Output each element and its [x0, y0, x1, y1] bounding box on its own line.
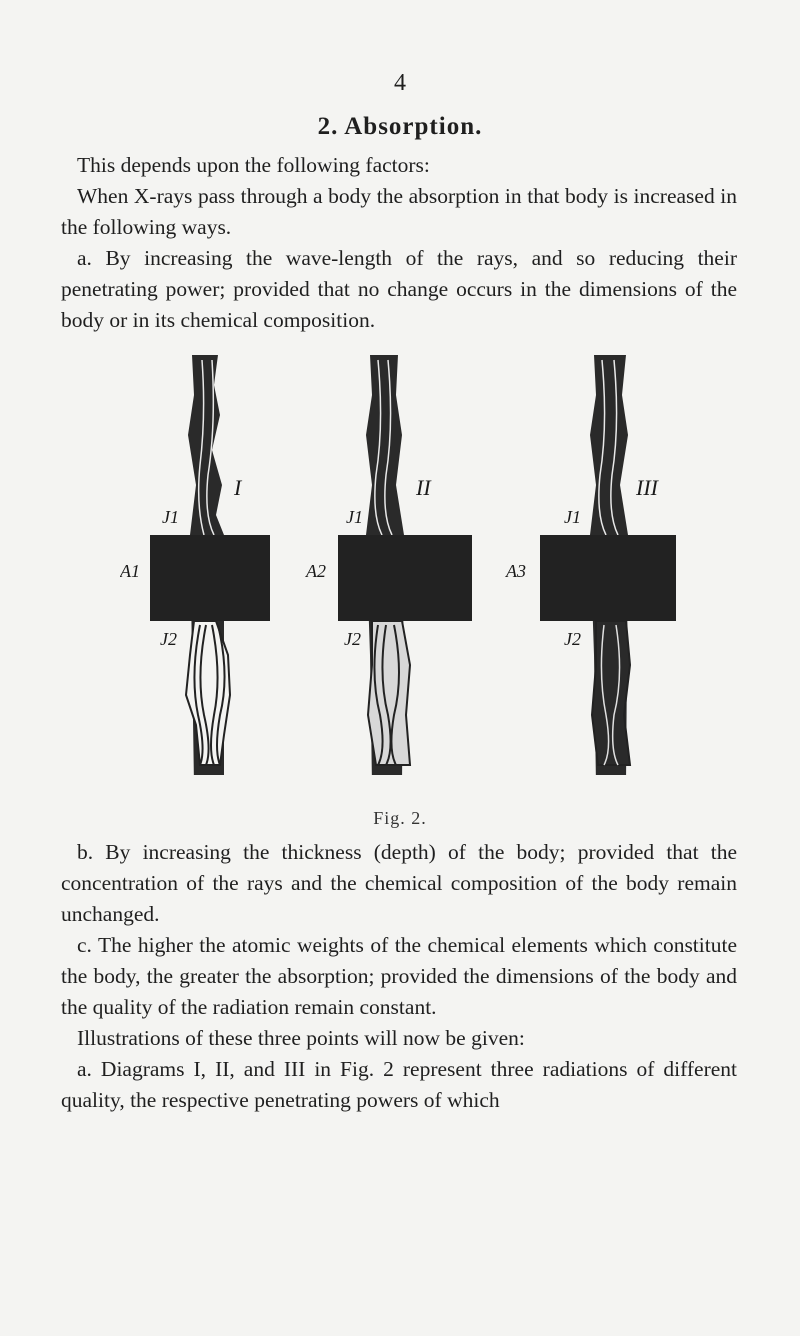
- diagram-i-absorber-label: A1: [120, 561, 140, 581]
- paragraph: Illustrations of these three points will…: [77, 1026, 525, 1050]
- diagram-iii-absorber-label: A3: [505, 561, 526, 581]
- diagram-i-numeral: I: [233, 475, 243, 500]
- diagram-ii-numeral: II: [415, 475, 432, 500]
- page-number: 4: [394, 70, 406, 96]
- diagram-i-transmitted-label: J2: [160, 629, 177, 649]
- paragraph: b. By increasing the thickness (depth) o…: [61, 840, 737, 926]
- diagram-iii-incident-label: J1: [564, 507, 581, 527]
- section-heading: 2. Absorption.: [317, 113, 483, 140]
- diagram-ii-transmitted-label: J2: [344, 629, 361, 649]
- diagram-i-incident-label: J1: [162, 507, 179, 527]
- figure-2-diagrams: I J1 A1 J2 II J1 A2 J2: [120, 355, 700, 775]
- text-block-bottom: b. By increasing the thickness (depth) o…: [61, 837, 737, 1116]
- paragraph: a. By increasing the wave-length of the …: [61, 246, 737, 332]
- paragraph: c. The higher the atomic weights of the …: [61, 933, 737, 1019]
- paragraph: When X-rays pass through a body the abso…: [61, 184, 737, 239]
- absorption-diagram-svg: I J1 A1 J2 II J1 A2 J2: [120, 355, 676, 775]
- diagram-ii: II J1 A2 J2: [305, 355, 472, 775]
- diagram-iii: III J1 A3 J2: [505, 355, 676, 775]
- figure-caption: Fig. 2.: [373, 808, 427, 828]
- diagram-ii-absorber-label: A2: [305, 561, 326, 581]
- text-block-top: This depends upon the following factors:…: [61, 150, 737, 336]
- diagram-iii-numeral: III: [635, 475, 660, 500]
- paragraph: a. Diagrams I, II, and III in Fig. 2 rep…: [61, 1057, 737, 1112]
- paragraph: This depends upon the following factors:: [77, 153, 430, 177]
- diagram-i: I J1 A1 J2: [120, 355, 270, 775]
- diagram-iii-transmitted-label: J2: [564, 629, 581, 649]
- diagram-ii-incident-label: J1: [346, 507, 363, 527]
